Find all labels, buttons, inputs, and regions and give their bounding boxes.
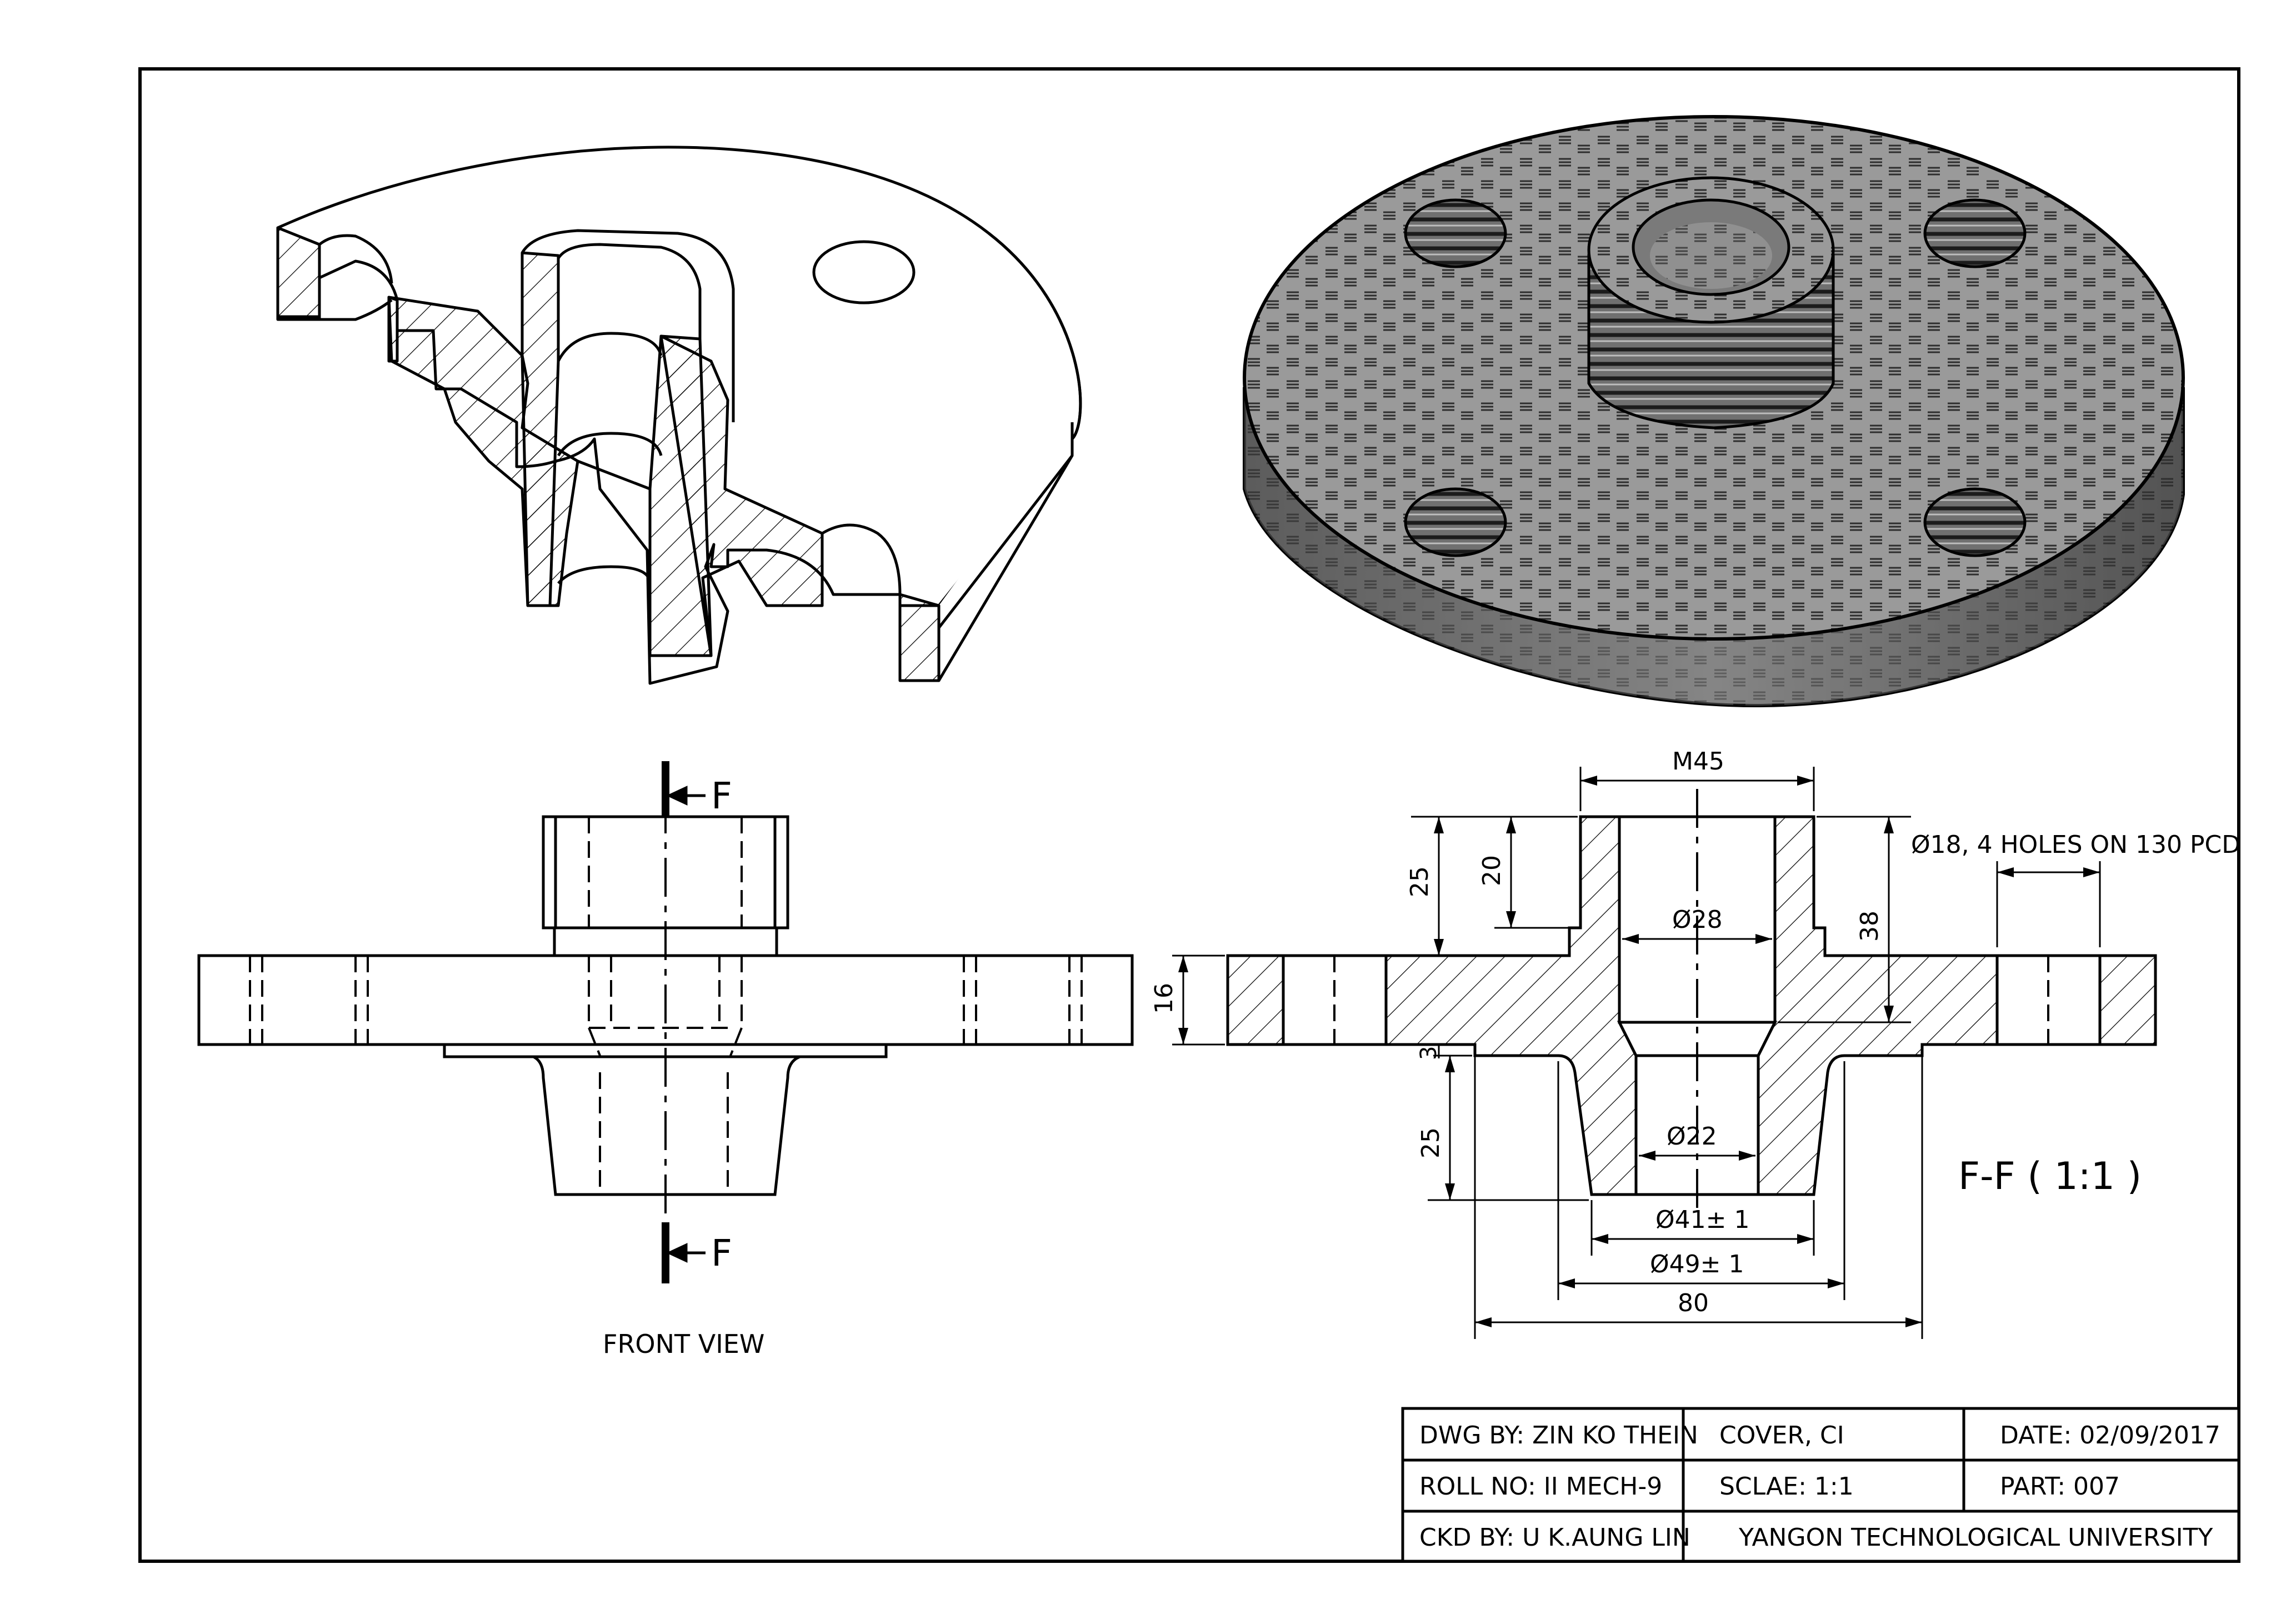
bolt-hole-4 — [1923, 487, 2027, 557]
tb-roll-no: ROLL NO: II MECH-9 — [1419, 1472, 1662, 1501]
dim-38: 38 — [1855, 911, 1884, 942]
section-view — [1226, 789, 2157, 1217]
tb-dwg-by: DWG BY: ZIN KO THEIN — [1419, 1421, 1698, 1450]
tb-part-name: COVER, CI — [1719, 1421, 1844, 1450]
section-marker-top: F — [711, 774, 732, 817]
dim-d49: Ø49± 1 — [1650, 1250, 1744, 1278]
section-marker-bottom: F — [711, 1232, 732, 1275]
rendered-3d-view — [1243, 115, 2185, 708]
dim-20: 20 — [1478, 855, 1506, 886]
dim-d41: Ø41± 1 — [1655, 1206, 1749, 1234]
bolt-hole-1 — [1404, 198, 1507, 268]
front-view-label: FRONT VIEW — [603, 1329, 764, 1359]
dim-hole-note: Ø18, 4 HOLES ON 130 PCD — [1911, 831, 2240, 859]
sheet-border — [138, 67, 2240, 1563]
tb-date: DATE: 02/09/2017 — [2000, 1421, 2220, 1450]
boss-bore-inner — [1650, 222, 1772, 289]
front-view — [197, 761, 1134, 1283]
dim-16: 16 — [1150, 983, 1178, 1014]
title-block — [1401, 1407, 2240, 1563]
tb-ckd-by: CKD BY: U K.AUNG LIN — [1419, 1523, 1690, 1552]
tb-university: YANGON TECHNOLOGICAL UNIVERSITY — [1738, 1523, 2213, 1552]
section-title: F-F ( 1:1 ) — [1958, 1155, 2142, 1198]
dim-80: 80 — [1678, 1289, 1709, 1317]
bolt-hole-2 — [1923, 198, 2027, 268]
dim-d22: Ø22 — [1667, 1122, 1717, 1151]
dimension-arrowheads — [1178, 776, 2100, 1327]
tb-part-no: PART: 007 — [2000, 1472, 2120, 1501]
isometric-section-view — [276, 146, 1082, 685]
dim-m45: M45 — [1672, 747, 1724, 776]
dim-d28: Ø28 — [1672, 906, 1723, 934]
tb-scale: SCLAE: 1:1 — [1719, 1472, 1854, 1501]
dim-3: 3 — [1416, 1046, 1442, 1060]
bolt-hole-3 — [1404, 487, 1507, 557]
dim-25-top: 25 — [1405, 866, 1434, 897]
dim-25-bottom: 25 — [1417, 1127, 1445, 1158]
